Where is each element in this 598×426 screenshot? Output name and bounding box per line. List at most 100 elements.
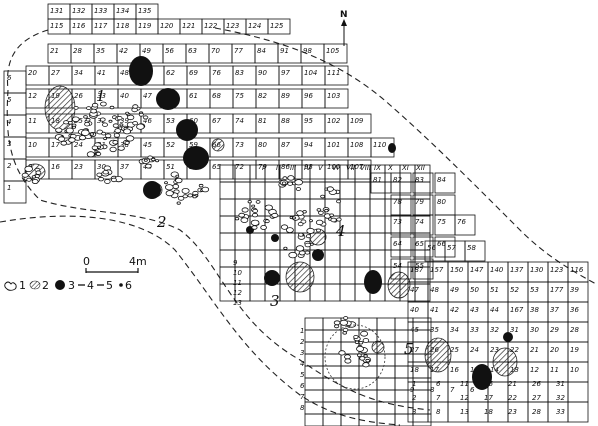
grid-cell-label: 23 [74, 163, 83, 171]
right-block-label: 150 [450, 266, 464, 274]
bottom-block-label: 8 [436, 408, 441, 416]
grid-cell-label: 73 [235, 141, 244, 149]
stone [155, 159, 160, 163]
grid-cell-label: 40 [120, 92, 129, 100]
grid-cell-label: 95 [304, 117, 313, 125]
grid-cell-label: 100 [327, 163, 341, 171]
right-block-label: 116 [570, 266, 584, 274]
right-block-label: 14 [490, 366, 499, 374]
bottom-block-label: 2 [412, 394, 417, 402]
grid-cell [324, 65, 349, 86]
roman-numeral-label: I [262, 164, 264, 172]
grid-cell-label: 51 [166, 163, 175, 171]
middle-block-label: 82 [393, 176, 402, 184]
north-arrow: N [340, 10, 348, 46]
block3-label: 12 [233, 289, 242, 297]
right-block-label: 32 [490, 326, 499, 334]
middle-block-label: 66 [437, 240, 446, 248]
grid-cell [219, 181, 236, 200]
grid-cell-label: 38 [120, 141, 129, 149]
middle-block-label: 80 [437, 198, 446, 206]
stone [201, 186, 210, 193]
grid-cell [249, 181, 266, 200]
stone [96, 172, 103, 177]
right-block-label: 11 [550, 366, 559, 374]
right-block-label: 167 [510, 306, 524, 314]
grid-cell-label: 60 [189, 117, 198, 125]
stone-cluster-features [21, 101, 372, 368]
grid-cell [376, 365, 396, 379]
stone [297, 222, 304, 227]
grid-cell-label: 115 [50, 22, 64, 30]
stone [177, 195, 185, 201]
stone [125, 111, 130, 115]
grid-cell-label: 82 [258, 92, 267, 100]
grid-cell-label: 131 [50, 7, 63, 15]
grid-cell [464, 240, 486, 262]
bottom-block-label: 28 [532, 408, 541, 416]
stone [302, 210, 307, 214]
right-block-label: 45 [410, 326, 419, 334]
grid-cell-label: 72 [235, 163, 244, 171]
stone [111, 177, 117, 183]
roman-numeral-label: II [276, 164, 280, 172]
hatched-patch [387, 271, 411, 299]
grid-cell [376, 329, 396, 343]
grid-cell [340, 365, 360, 379]
stone [83, 115, 88, 119]
grid-cell-label: 122 [204, 22, 218, 30]
stone [175, 177, 183, 184]
grid-cell [412, 214, 434, 236]
bottom-block-label: 18 [484, 408, 493, 416]
roman-numeral-label: III [290, 164, 296, 172]
grid-cell-label: 24 [74, 141, 83, 149]
stone [252, 208, 259, 213]
grid-cell-label: 111 [327, 69, 340, 77]
right-block-label: 10 [570, 366, 579, 374]
bottom-block-label: 3 [412, 408, 416, 416]
stone [86, 106, 92, 110]
bottom-block-label: 31 [556, 380, 565, 388]
stone [309, 219, 313, 223]
grid-cell-label: 118 [116, 22, 130, 30]
grid-cell-label: 93 [304, 163, 313, 171]
grid-cell [407, 401, 429, 423]
stone [365, 358, 371, 363]
stone [104, 179, 111, 184]
grid-cell [412, 258, 434, 280]
grid-cell [414, 181, 431, 200]
bottom-block-label: 33 [556, 408, 565, 416]
right-block-label: 29 [550, 326, 559, 334]
grid-cell-label: 79 [258, 163, 267, 171]
grid-cell [390, 172, 412, 194]
stone [187, 193, 193, 198]
grid-cell [322, 353, 342, 367]
stone [295, 187, 301, 191]
stone [35, 170, 42, 175]
stone [84, 121, 90, 127]
left-edge-label: 2 [7, 162, 12, 170]
stone [125, 135, 135, 142]
zone-5-dotted-outline [324, 324, 386, 390]
zone-label-5: 5 [404, 340, 414, 358]
grid-cell-label: 133 [94, 7, 107, 15]
stone [271, 212, 279, 218]
stone [85, 117, 91, 122]
middle-block-label: 75 [437, 218, 446, 226]
stone [101, 131, 106, 136]
bottom-block-label: 12 [460, 394, 469, 402]
middle-block-label: 73 [393, 218, 402, 226]
stone [175, 174, 180, 178]
bottom-block-label: 27 [532, 394, 541, 402]
grid-cell-label: 105 [326, 47, 340, 55]
right-block-label: 16 [450, 366, 459, 374]
stone [86, 151, 95, 158]
grid-cell-label: 88 [281, 117, 290, 125]
grid-cell-label: 46 [143, 117, 152, 125]
grid-cell [322, 413, 342, 426]
grid-cell [376, 389, 396, 403]
grid-cell [219, 232, 236, 251]
stone [68, 137, 76, 143]
stone [280, 224, 289, 230]
stone [356, 345, 365, 352]
